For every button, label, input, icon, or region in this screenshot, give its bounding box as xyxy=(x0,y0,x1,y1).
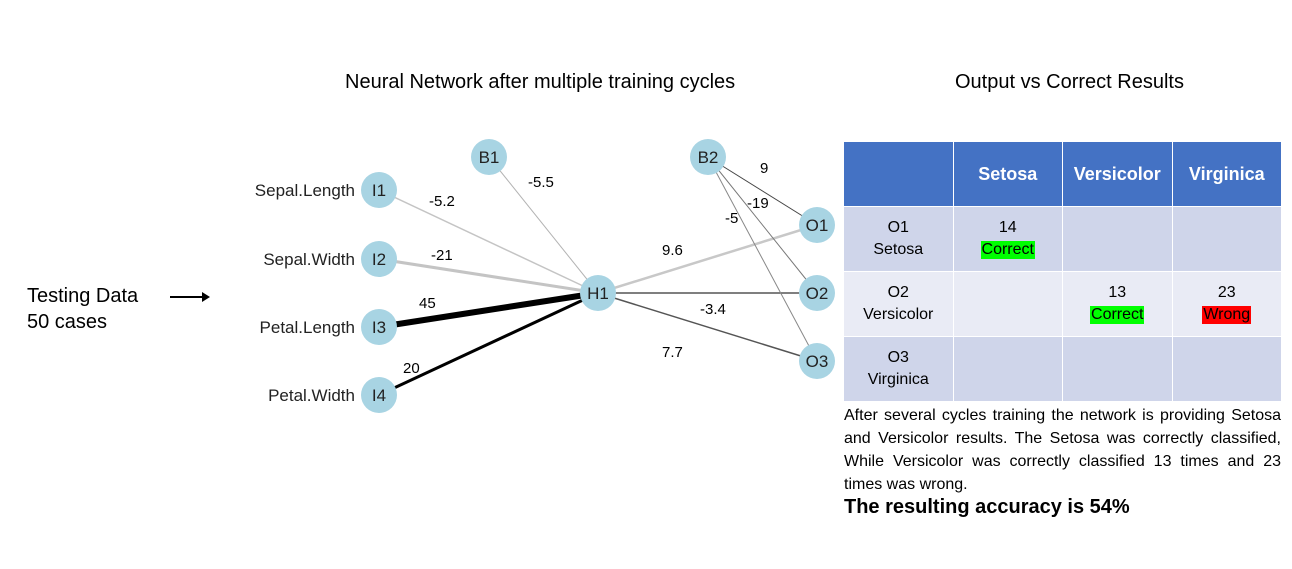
row-label-output: O2 xyxy=(887,284,909,301)
node-label-b1: B1 xyxy=(479,148,500,167)
node-label-o3: O3 xyxy=(806,352,829,371)
edge-b2-o3 xyxy=(707,156,818,362)
edge-i2-h1 xyxy=(378,257,599,295)
input-label-i4: Petal.Width xyxy=(268,386,355,405)
right-arrow-icon xyxy=(170,292,210,302)
header-corner xyxy=(843,141,954,207)
cell-count: 14 xyxy=(998,219,1017,236)
weight-label-i1-h1: -5.2 xyxy=(429,193,455,210)
edge-i4-h1 xyxy=(378,291,599,397)
header-virginica: Virginica xyxy=(1171,141,1282,207)
weight-label-b2-o2: -19 xyxy=(747,195,769,212)
table-cell xyxy=(1062,206,1173,272)
header-setosa: Setosa xyxy=(952,141,1063,207)
testing-data-line1: Testing Data xyxy=(27,285,139,307)
edge-i1-h1 xyxy=(378,189,599,294)
weight-label-h1-o2: -3.4 xyxy=(700,301,726,318)
cell-count: 23 xyxy=(1217,284,1236,301)
edge-b1-h1 xyxy=(488,156,599,294)
node-o1 xyxy=(799,207,835,243)
neural-network-diagram: -5.5 -5.2 -21 45 20 9.6 -3.4 7.7 9 -19 -5 B1 B2I1I2… xyxy=(255,139,835,413)
input-label-i2: Sepal.Width xyxy=(263,250,355,269)
node-i4 xyxy=(361,377,397,413)
node-b1 xyxy=(471,139,507,175)
row-label-class: Virginica xyxy=(867,371,929,388)
cell-count: 13 xyxy=(1108,284,1127,301)
node-o2 xyxy=(799,275,835,311)
accuracy-text: The resulting accuracy is 54% xyxy=(844,496,1130,518)
node-label-i4: I4 xyxy=(372,386,386,405)
node-label-b2: B2 xyxy=(698,148,719,167)
input-label-i3: Petal.Length xyxy=(260,318,355,337)
table-cell xyxy=(952,271,1063,337)
node-h1 xyxy=(580,275,616,311)
edge-h1-o1 xyxy=(597,223,818,295)
weight-label-b2-o1: 9 xyxy=(760,160,768,177)
table-cell xyxy=(1171,206,1282,272)
row-label-output: O3 xyxy=(887,349,909,366)
table-cell xyxy=(1171,336,1282,402)
node-label-o2: O2 xyxy=(806,284,829,303)
node-o3 xyxy=(799,343,835,379)
input-label-i1: Sepal.Length xyxy=(255,181,355,200)
correct-badge: Correct xyxy=(980,241,1035,259)
node-label-o1: O1 xyxy=(806,216,829,235)
testing-data-line2: 50 cases xyxy=(27,311,108,333)
edge-i3-h1 xyxy=(378,290,599,330)
node-label-i2: I2 xyxy=(372,250,386,269)
correct-badge: Correct xyxy=(1090,306,1145,324)
edge-b2-o1 xyxy=(707,156,818,226)
network-title: Neural Network after multiple training c… xyxy=(345,71,736,93)
weight-label-i4-h1: 20 xyxy=(403,360,420,377)
weight-label-i2-h1: -21 xyxy=(431,247,453,264)
node-i1 xyxy=(361,172,397,208)
node-label-i1: I1 xyxy=(372,181,386,200)
results-header-row: Setosa Versicolor Virginica xyxy=(843,141,1282,207)
edge-h1-o3 xyxy=(597,292,818,362)
edge-b2-o2 xyxy=(707,156,818,294)
weight-label-h1-o1: 9.6 xyxy=(662,242,683,259)
weight-label-h1-o3: 7.7 xyxy=(662,344,683,361)
description-text: After several cycles training the networ… xyxy=(844,407,1281,493)
node-i3 xyxy=(361,309,397,345)
node-label-h1: H1 xyxy=(587,284,609,303)
table-cell xyxy=(952,336,1063,402)
testing-data-label: Testing Data 50 cases xyxy=(27,283,138,335)
table-cell xyxy=(1062,336,1173,402)
wrong-badge: Wrong xyxy=(1202,306,1252,324)
weight-label-i3-h1: 45 xyxy=(419,295,436,312)
row-label-class: Setosa xyxy=(873,241,924,258)
results-title: Output vs Correct Results xyxy=(955,71,1184,93)
header-versicolor: Versicolor xyxy=(1062,141,1173,207)
node-b2 xyxy=(690,139,726,175)
row-label-class: Versicolor xyxy=(863,306,934,323)
row-label-output: O1 xyxy=(887,219,909,236)
node-label-i3: I3 xyxy=(372,318,386,337)
node-i2 xyxy=(361,241,397,277)
weight-label-b2-o3: -5 xyxy=(725,210,738,227)
weight-label-b1-h1: -5.5 xyxy=(528,174,554,191)
